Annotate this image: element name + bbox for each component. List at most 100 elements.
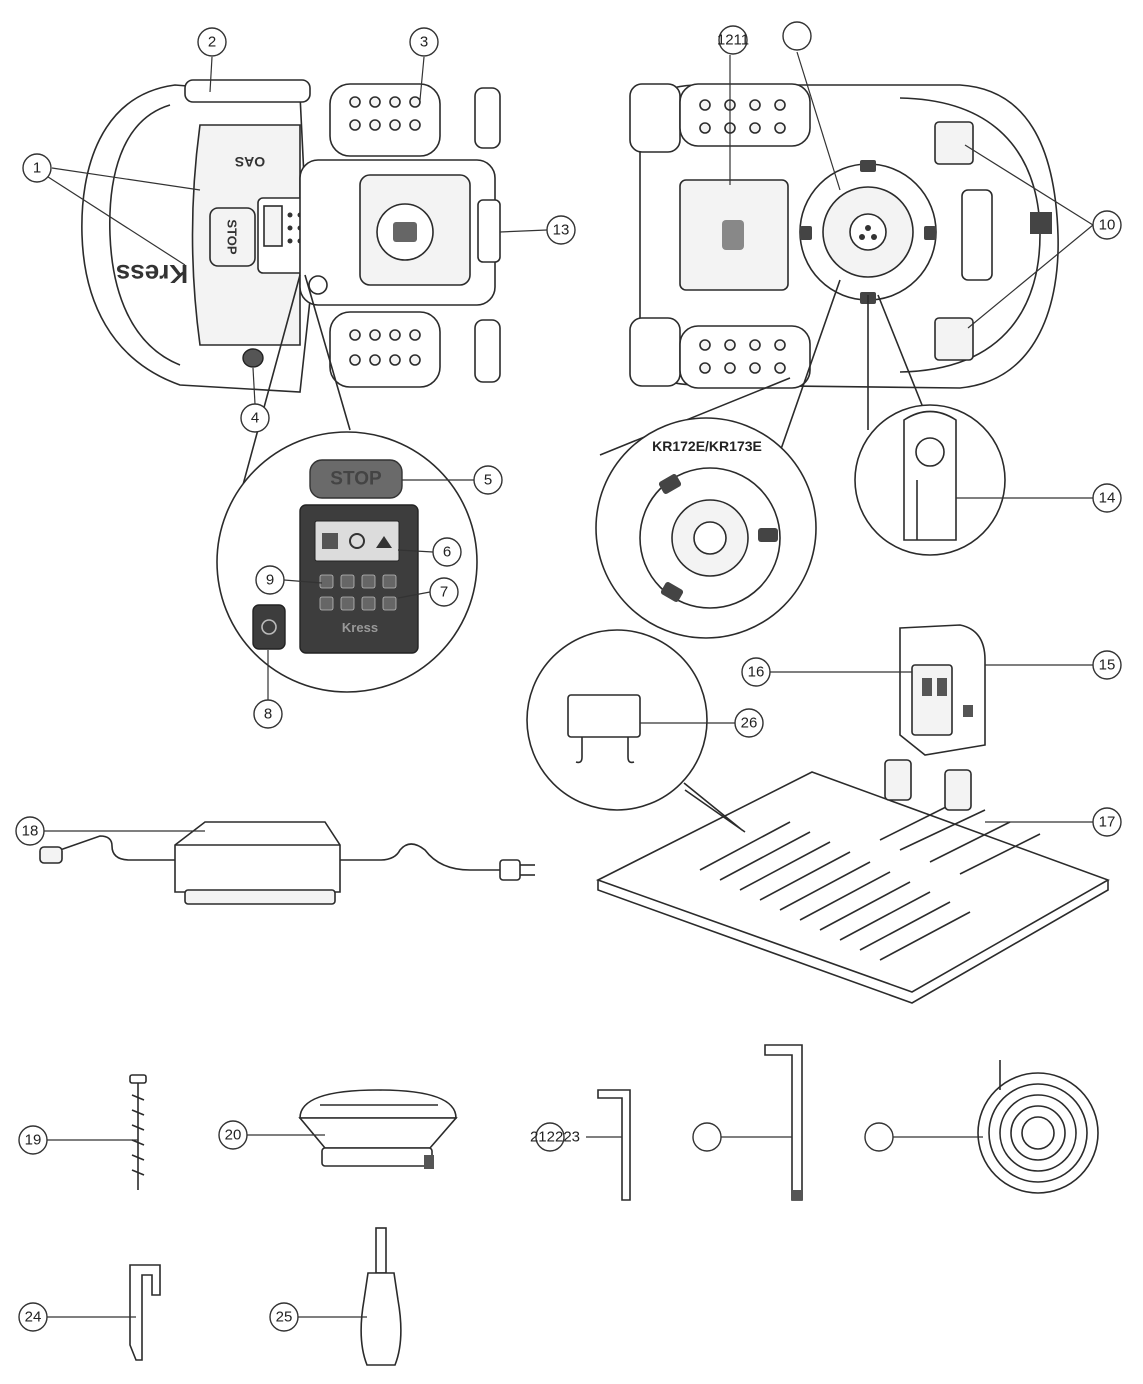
- charging-contact-right: [937, 678, 947, 696]
- blade-hole: [915, 437, 945, 467]
- panel-display: [314, 520, 400, 562]
- panel-dot: [287, 212, 293, 218]
- svg-text:13: 13: [553, 222, 570, 239]
- base-slots: [699, 799, 1041, 961]
- hub-dot: [871, 234, 877, 240]
- svg-text:2: 2: [208, 34, 216, 51]
- battery-cap-grip: [393, 222, 417, 242]
- power-icon: [261, 619, 277, 635]
- callout-25: 25: [269, 1302, 299, 1332]
- callout-5: 5: [473, 465, 503, 495]
- mower-oas-text: OAS: [235, 154, 265, 170]
- svg-text:17: 17: [1099, 814, 1116, 831]
- svg-text:10: 10: [1099, 217, 1116, 234]
- svg-text:18: 18: [22, 823, 39, 840]
- hex-key-large: [764, 1044, 803, 1201]
- peg: [129, 1074, 147, 1190]
- svg-text:9: 9: [266, 572, 274, 589]
- callout-24: 24: [18, 1302, 48, 1332]
- disc-variant-magnifier: KR172E/KR173E: [595, 279, 841, 639]
- panel-dot: [287, 225, 293, 231]
- rain-sensor: [242, 348, 264, 368]
- callout-2: 2: [197, 27, 227, 57]
- callout-blank-2: [692, 1122, 722, 1152]
- boundary-wire-coil: [977, 1060, 1099, 1194]
- svg-text:3: 3: [420, 34, 428, 51]
- blade-disc-hub: [849, 213, 887, 251]
- output-connector: [39, 846, 63, 864]
- svg-text:1211: 1211: [717, 32, 749, 49]
- hub-dot: [859, 234, 865, 240]
- underside-wheel-tl: [629, 83, 681, 153]
- hex-key-small: [597, 1089, 631, 1201]
- charging-contacts: [1030, 212, 1052, 234]
- callout-1211: 1211: [717, 25, 749, 55]
- stop-big-text: STOP: [330, 469, 382, 490]
- panel-dot: [287, 238, 293, 244]
- power-supply-feet: [184, 889, 336, 905]
- display-mow-icon: [322, 533, 338, 549]
- rear-handle: [477, 199, 501, 263]
- carry-handle: [184, 79, 311, 103]
- callout-16: 16: [741, 657, 771, 687]
- svg-text:6: 6: [443, 544, 451, 561]
- hub-dot: [865, 225, 871, 231]
- mains-plug: [499, 859, 521, 881]
- leader-lines: [30, 51, 1094, 1318]
- callout-1: 1: [22, 153, 52, 183]
- svg-text:14: 14: [1099, 490, 1116, 507]
- display-clock-icon: [349, 533, 365, 549]
- blade: [903, 410, 957, 541]
- stop-button-small: [209, 207, 256, 267]
- clip-magnifier: [526, 629, 746, 833]
- callout-212223: 212223: [530, 1122, 580, 1152]
- wheel-tread-bottom: [349, 329, 421, 366]
- callout-7: 7: [429, 577, 459, 607]
- callout-17: 17: [1092, 807, 1122, 837]
- station-post-right: [944, 769, 972, 811]
- svg-text:5: 5: [484, 472, 492, 489]
- station-connector: [963, 705, 973, 717]
- callout-4: 4: [240, 403, 270, 433]
- callout-8: 8: [253, 699, 283, 729]
- output-cable: [59, 835, 175, 861]
- rear-wheel-top: [329, 83, 441, 157]
- variant-blades: [658, 474, 778, 602]
- callout-19: 19: [18, 1125, 48, 1155]
- control-panel-magnifier: STOP Kress: [216, 274, 478, 693]
- power-button-small: [308, 275, 328, 295]
- svg-text:15: 15: [1099, 657, 1116, 674]
- mains-cable: [340, 843, 505, 871]
- panel-logo-text: Kress: [342, 620, 378, 635]
- svg-text:212223: 212223: [530, 1129, 580, 1146]
- mower-top-view: OAS Kress STOP: [81, 79, 501, 393]
- wheel-hub-bottom: [474, 319, 501, 383]
- callout-blank-3: [864, 1122, 894, 1152]
- svg-text:1: 1: [33, 160, 41, 177]
- stop-button-large: [309, 459, 403, 499]
- svg-text:26: 26: [741, 715, 758, 732]
- callouts: 1 2 3 4 5 6 7 8 9 10 1211 13 14 15 16 17…: [15, 21, 1122, 1332]
- rear-wheel-bottom: [329, 311, 441, 388]
- model-label: KR172E/KR173E: [652, 438, 762, 454]
- callout-13: 13: [546, 215, 576, 245]
- callout-blank-1: [782, 21, 812, 51]
- svg-text:4: 4: [251, 410, 259, 427]
- underside-wheel-top: [679, 83, 811, 147]
- callout-6: 6: [432, 537, 462, 567]
- charging-station: [595, 624, 1110, 1004]
- stop-small-text: STOP: [225, 219, 240, 254]
- underside-wheel-bottom: [679, 325, 811, 389]
- power-supply-body: [174, 821, 341, 893]
- svg-text:16: 16: [748, 664, 765, 681]
- mower-underside-view: [629, 83, 1059, 389]
- mower-logo-text: Kress: [116, 259, 188, 289]
- front-wheel-top: [934, 121, 974, 165]
- svg-text:8: 8: [264, 706, 272, 723]
- variant-disc-hub: [693, 521, 727, 555]
- svg-text:7: 7: [440, 584, 448, 601]
- power-supply: [39, 821, 535, 905]
- panel-display-small: [263, 205, 283, 247]
- callout-14: 14: [1092, 483, 1122, 513]
